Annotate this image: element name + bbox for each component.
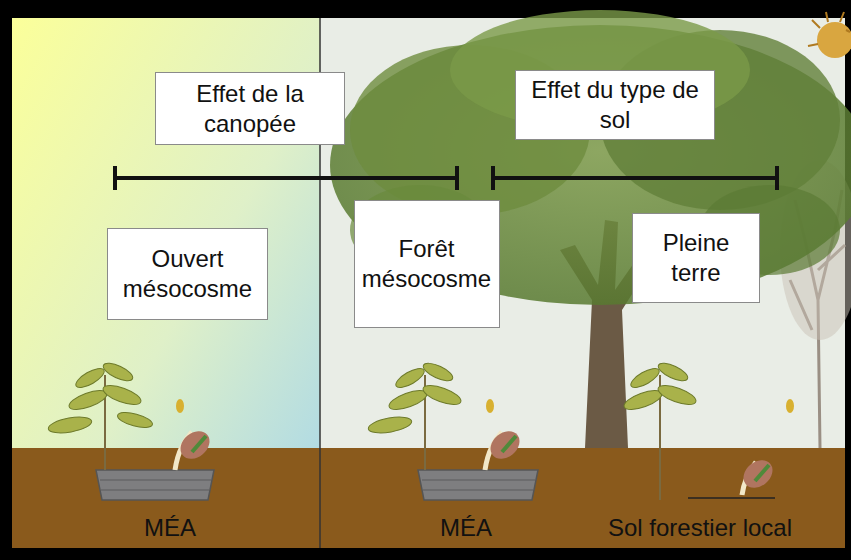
text-box: Ouvert mésocosme xyxy=(107,228,268,320)
effect-brackets xyxy=(115,166,777,190)
seedling xyxy=(47,360,154,470)
text-box: Effet de la canopée xyxy=(155,72,345,145)
germinating-acorn xyxy=(485,399,525,470)
text-box: Pleine terre xyxy=(632,213,760,303)
oak-tree xyxy=(330,10,851,448)
box-label: Pleine terre xyxy=(639,228,753,288)
crate xyxy=(418,470,538,500)
germinating-acorn xyxy=(175,399,215,470)
seedling xyxy=(622,360,698,500)
text-box: Effet du type de sol xyxy=(515,70,715,140)
soil-label: MÉA xyxy=(440,514,492,542)
box-label: Effet du type de sol xyxy=(522,75,708,135)
soil-band xyxy=(12,448,845,548)
crate xyxy=(96,470,214,500)
box-label: Ouvert mésocosme xyxy=(114,244,261,304)
chestnut-burr xyxy=(808,12,851,58)
soil-label: Sol forestier local xyxy=(608,514,792,542)
box-label: Effet de la canopée xyxy=(162,79,338,139)
box-label: Forêt mésocosme xyxy=(361,234,493,294)
seedling xyxy=(367,360,463,470)
germinating-acorn xyxy=(688,399,794,498)
text-box: Forêt mésocosme xyxy=(354,200,500,328)
soil-label: MÉA xyxy=(144,514,196,542)
